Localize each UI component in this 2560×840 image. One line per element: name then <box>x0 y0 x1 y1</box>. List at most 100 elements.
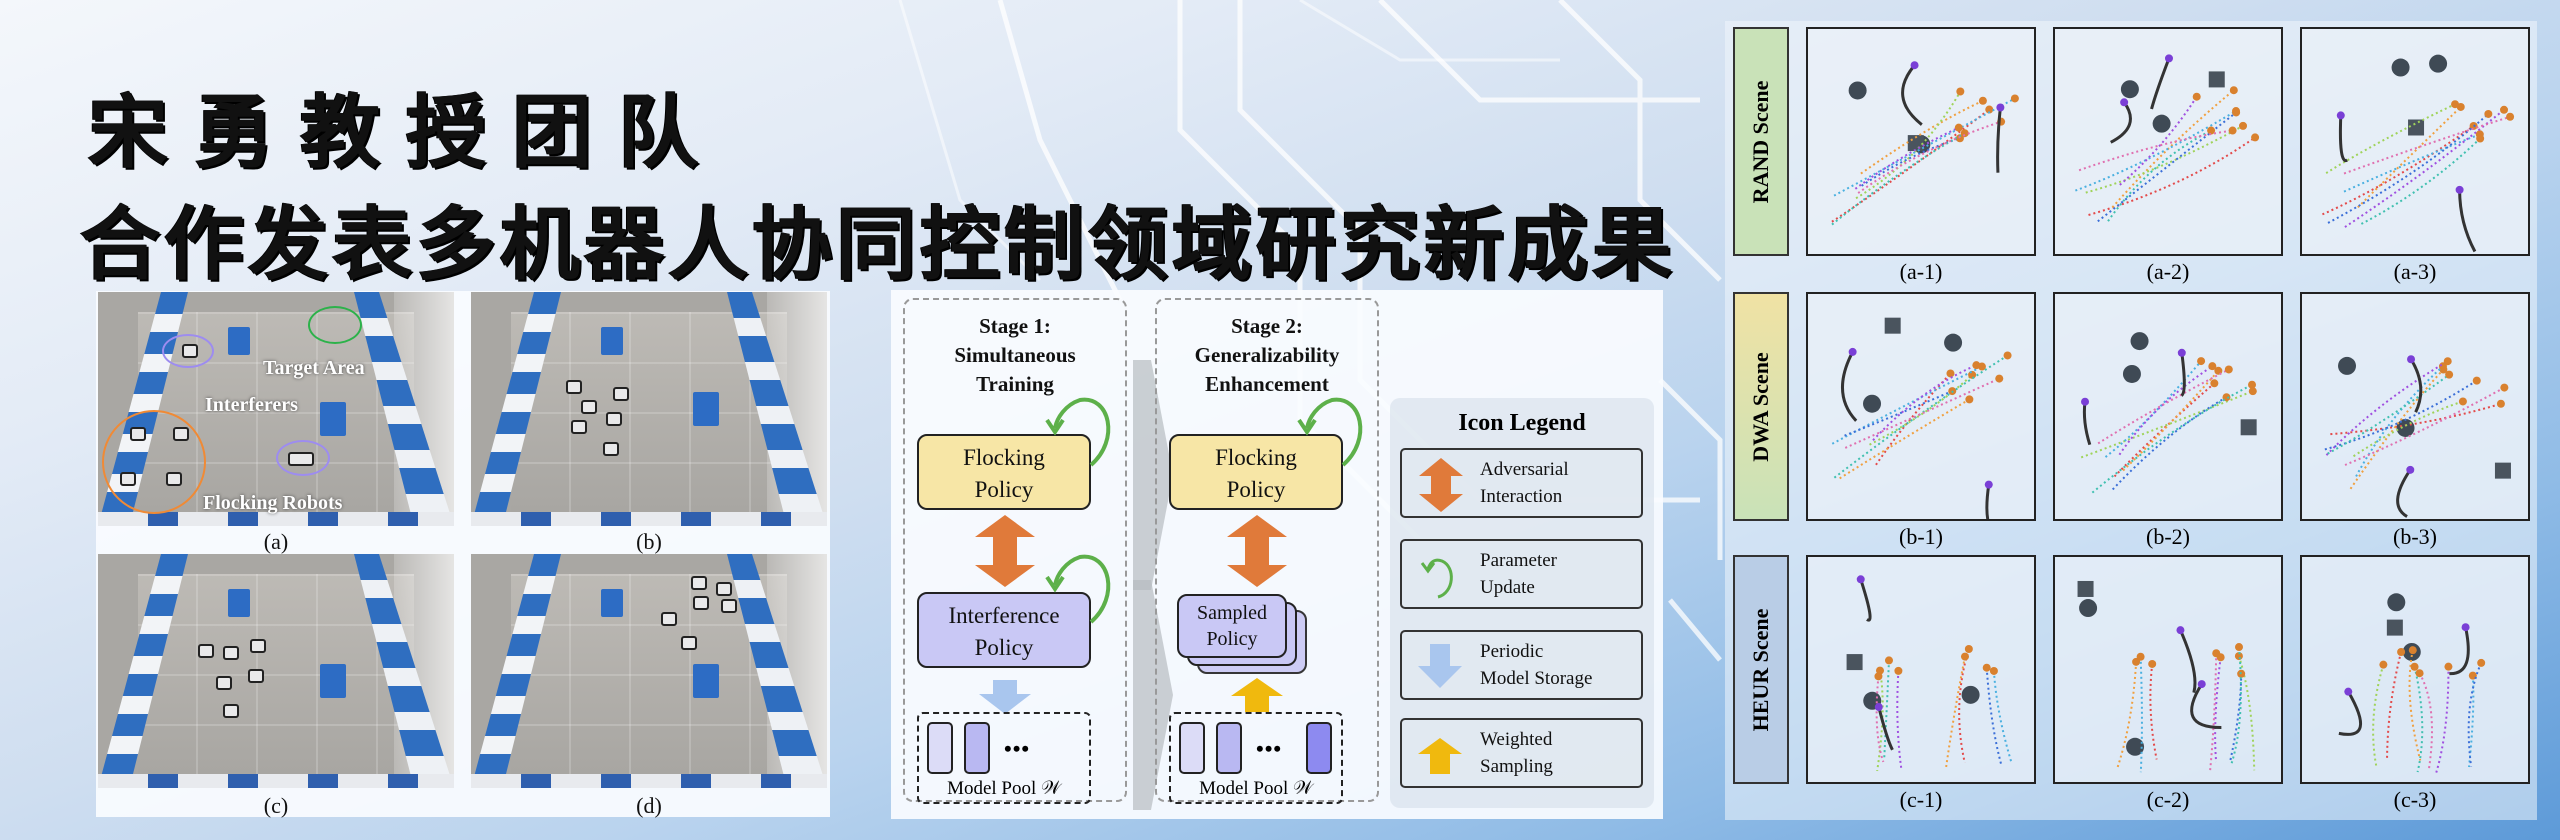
photo-a-label: (a) <box>263 529 289 554</box>
photo-a: Target Area Interferers Flocking Robots <box>98 292 454 526</box>
photo-d <box>471 554 827 788</box>
robot-trajectory <box>1875 372 1952 466</box>
interferer-endpoint <box>2406 465 2415 474</box>
trajectory-plot <box>1806 292 2036 539</box>
obstacle-circle <box>1944 333 1963 352</box>
obstacle-circle <box>1961 685 1980 704</box>
legend-label: Periodic <box>1480 641 1544 662</box>
scene-label-heur: HEUR Scene <box>1733 555 1789 784</box>
interferer-trajectory <box>2409 358 2423 413</box>
robot-endpoint <box>1978 96 1987 105</box>
robot-endpoint <box>1894 666 1903 675</box>
scene-label-text: RAND Scene <box>1748 80 1773 203</box>
annotation-flocking-robots: Flocking Robots <box>203 492 343 514</box>
title-line-2: 合作发表多机器人协同控制领域研究新成果 <box>80 197 1676 291</box>
robot-trajectory <box>2111 89 2235 209</box>
flocking-policy-label: Flocking <box>1215 445 1297 470</box>
robot-endpoint <box>2197 357 2206 366</box>
sampled-policy-label-2: Policy <box>1206 628 1258 650</box>
robot-endpoint <box>2148 659 2157 668</box>
robot-trajectory <box>2344 109 2505 228</box>
adversarial-arrow-icon <box>975 515 1035 587</box>
robot-endpoint <box>1982 663 1991 672</box>
interferer-trajectory <box>1840 351 1858 422</box>
robot-trajectory <box>2325 103 2456 174</box>
robot-endpoint <box>2451 100 2460 109</box>
robot-endpoint <box>2228 126 2237 135</box>
legend-title: Icon Legend <box>1458 410 1586 436</box>
legend-label-2: Sampling <box>1480 756 1553 777</box>
robot-endpoint <box>1960 129 1969 138</box>
robot-trajectory <box>2435 666 2450 774</box>
stage-2-subtitle-2: Enhancement <box>1205 372 1329 396</box>
photo-b-label: (b) <box>636 529 662 554</box>
robot-experiment-photos: Target Area Interferers Flocking Robots … <box>96 291 830 818</box>
robot-trajectory <box>2344 386 2505 466</box>
robot-endpoint <box>2248 387 2257 396</box>
pool-ellipsis: ••• <box>1256 736 1283 761</box>
robot-endpoint <box>1985 105 1994 114</box>
trajectory-plot <box>1806 27 2036 256</box>
obstacle-circle <box>2391 58 2410 77</box>
interference-policy-label-2: Policy <box>974 635 1034 660</box>
robot-trajectory <box>2214 657 2222 763</box>
interferer-trajectory <box>1877 706 1894 751</box>
interferer-trajectory <box>2179 629 2197 693</box>
obstacle-square <box>1846 654 1863 671</box>
title-line-1: 宋勇教授团队 <box>88 85 724 179</box>
robot-endpoint <box>2472 376 2481 385</box>
obstacle-circle <box>2429 54 2448 73</box>
photo-b <box>471 292 827 526</box>
robot-trajectory <box>1985 667 2003 766</box>
interferer-endpoint <box>2455 185 2464 194</box>
interferer-trajectory <box>2458 189 2477 253</box>
robot-endpoint <box>2444 662 2453 671</box>
flocking-policy-label: Flocking <box>963 445 1045 470</box>
robot-trajectory <box>2360 137 2481 225</box>
robot-trajectory <box>2097 111 2237 223</box>
robot-trajectory <box>2113 382 2216 478</box>
robot-trajectory <box>1872 364 1977 441</box>
robot-trajectory <box>1883 660 1890 759</box>
robot-endpoint <box>1874 672 1883 681</box>
robot-trajectory <box>2149 663 2158 760</box>
robot-trajectory <box>1833 97 2016 197</box>
obstacle-circle <box>2338 356 2357 375</box>
robot-endpoint <box>2232 108 2241 117</box>
scene-label-dwa: DWA Scene <box>1733 292 1789 521</box>
obstacle-circle <box>1848 81 1867 100</box>
stage-1-title: Stage 1: <box>979 314 1051 338</box>
interferer-endpoint <box>1848 347 1857 356</box>
robot-trajectory <box>2330 402 2502 436</box>
robot-endpoint <box>2136 652 2145 661</box>
robot-trajectory <box>2386 651 2403 761</box>
interferer-trajectory <box>1985 484 2002 539</box>
trajectory-plot <box>2300 27 2530 256</box>
robot-endpoint <box>1955 134 1964 143</box>
robot-endpoint <box>2477 658 2486 667</box>
robot-trajectory <box>2091 383 2253 494</box>
interferer-trajectory <box>2082 401 2092 446</box>
robot-endpoint <box>2229 86 2238 95</box>
robot-trajectory <box>2088 136 2256 216</box>
plot-label: (b-3) <box>2393 524 2437 549</box>
robot-endpoint <box>1954 123 1963 132</box>
robot-endpoint <box>2443 357 2452 366</box>
robot-trajectory <box>2139 656 2143 773</box>
stage-2-arrows <box>1227 397 1363 712</box>
obstacle-square <box>1884 317 1901 334</box>
robot-endpoint <box>2210 379 2219 388</box>
annotation-interferers: Interferers <box>205 394 298 416</box>
obstacle-circle <box>2152 114 2171 133</box>
interferer-endpoint <box>2177 348 2186 357</box>
trajectory-results-grid: RAND Scene DWA Scene HEUR Scene (a-1)(a-… <box>1725 21 2537 820</box>
green-cycle-arrow-icon <box>1420 558 1453 599</box>
robot-trajectory <box>2413 666 2424 773</box>
robot-trajectory <box>1839 398 1970 480</box>
